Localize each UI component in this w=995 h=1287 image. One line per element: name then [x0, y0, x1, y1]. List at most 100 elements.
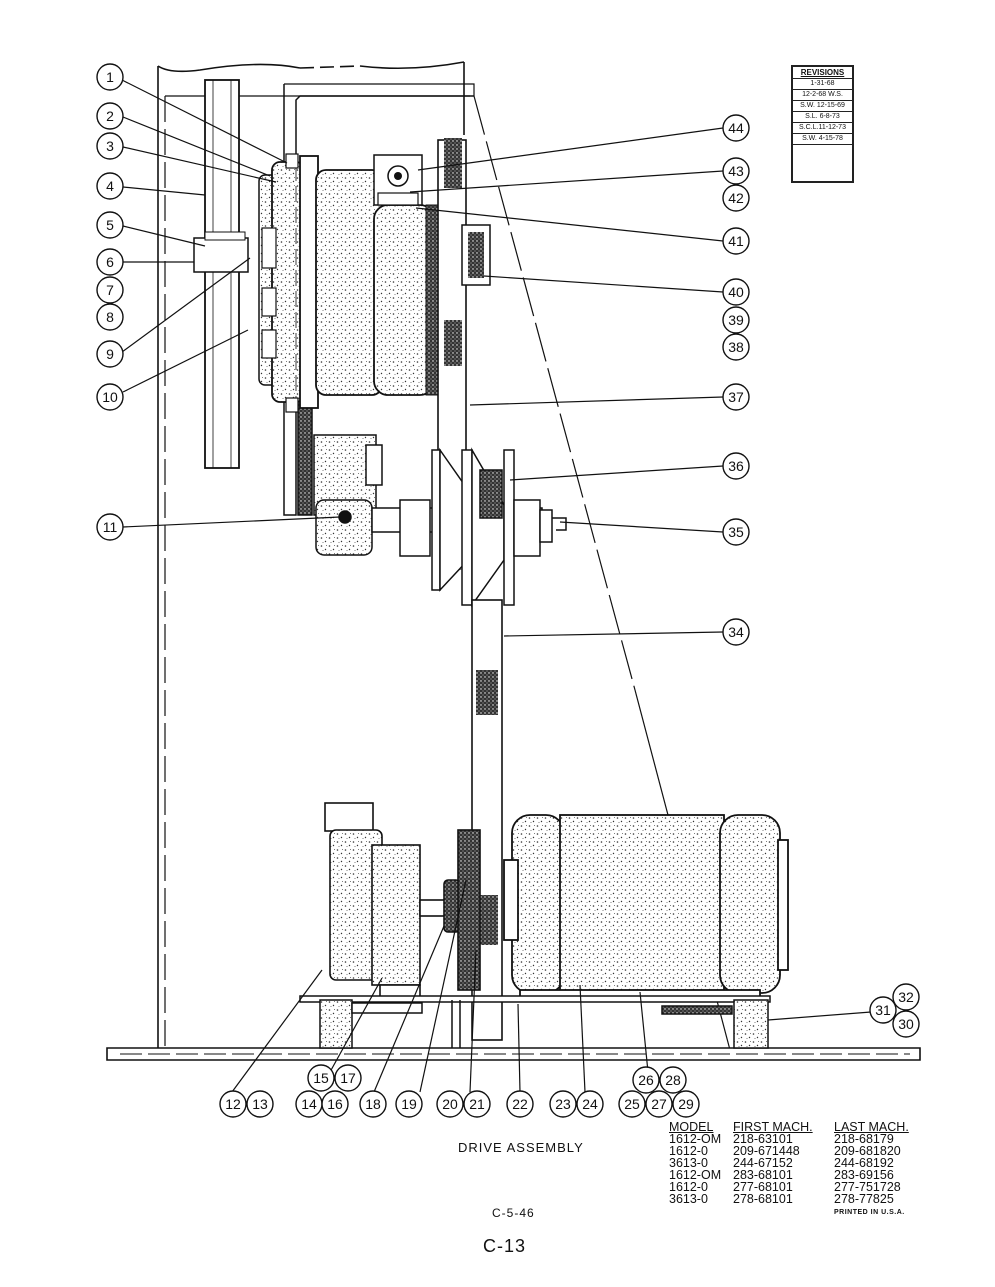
svg-text:7: 7 — [106, 282, 114, 298]
table-cell: 3613-0 — [669, 1156, 708, 1170]
first-mach-header: FIRST MACH. — [733, 1120, 813, 1134]
revision-entry: S.W. 12-15-69 — [793, 101, 852, 112]
callout-25: 25 — [618, 1090, 646, 1118]
callout-39: 39 — [722, 306, 750, 334]
callout-43: 43 — [722, 157, 750, 185]
svg-text:5: 5 — [106, 217, 114, 233]
table-cell: 283-68101 — [733, 1168, 793, 1182]
svg-text:24: 24 — [582, 1096, 598, 1112]
callout-22: 22 — [506, 1090, 534, 1118]
callout-21: 21 — [463, 1090, 491, 1118]
svg-text:6: 6 — [106, 254, 114, 270]
revision-entry: S.C.L.11-12-73 — [793, 123, 852, 134]
svg-text:25: 25 — [624, 1096, 640, 1112]
main-pulley — [193, 79, 249, 469]
revision-entry: S.L. 6-8-73 — [793, 112, 852, 123]
table-cell: 283-69156 — [834, 1168, 894, 1182]
variable-sheave — [371, 447, 567, 608]
svg-text:34: 34 — [728, 624, 744, 640]
gear-reducer — [258, 153, 441, 413]
svg-text:38: 38 — [728, 339, 744, 355]
callout-12: 12 — [219, 1090, 247, 1118]
svg-text:41: 41 — [728, 233, 744, 249]
callout-11: 11 — [96, 513, 124, 541]
svg-text:32: 32 — [898, 989, 914, 1005]
svg-text:16: 16 — [327, 1096, 343, 1112]
callout-41: 41 — [722, 227, 750, 255]
callout-30: 30 — [892, 1010, 920, 1038]
svg-text:3: 3 — [106, 138, 114, 154]
table-cell: 209-681820 — [834, 1144, 901, 1158]
callout-2: 2 — [96, 102, 124, 130]
svg-text:12: 12 — [225, 1096, 241, 1112]
callout-44: 44 — [722, 114, 750, 142]
callout-37: 37 — [722, 383, 750, 411]
last-mach-header: LAST MACH. — [834, 1120, 909, 1134]
revisions-table: REVISIONS 1-31-68 12-2-68 W.S. S.W. 12-1… — [791, 65, 854, 183]
callout-13: 13 — [246, 1090, 274, 1118]
revision-entry: S.W. 4-15-78 — [793, 134, 852, 145]
callout-32: 32 — [892, 983, 920, 1011]
drawing-reference: C-5-46 — [492, 1206, 535, 1220]
svg-text:35: 35 — [728, 524, 744, 540]
svg-text:44: 44 — [728, 120, 744, 136]
svg-text:23: 23 — [555, 1096, 571, 1112]
svg-text:42: 42 — [728, 190, 744, 206]
motor-mount — [299, 995, 771, 1049]
page-number: C-13 — [483, 1236, 527, 1256]
callout-15: 15 — [307, 1064, 335, 1092]
table-cell: 1612-0 — [669, 1180, 708, 1194]
callout-40: 40 — [722, 278, 750, 306]
callout-balloons: 1 2 3 4 5 6 7 8 9 10 11 44 43 42 41 40 3… — [96, 63, 920, 1118]
svg-text:37: 37 — [728, 389, 744, 405]
svg-text:10: 10 — [102, 389, 118, 405]
svg-text:13: 13 — [252, 1096, 268, 1112]
table-cell: 218-63101 — [733, 1132, 793, 1146]
callout-19: 19 — [395, 1090, 423, 1118]
callout-20: 20 — [436, 1090, 464, 1118]
callout-9: 9 — [96, 340, 124, 368]
svg-text:27: 27 — [651, 1096, 667, 1112]
table-cell: 244-68192 — [834, 1156, 894, 1170]
callout-18: 18 — [359, 1090, 387, 1118]
svg-text:9: 9 — [106, 346, 114, 362]
model-header: MODEL — [669, 1120, 714, 1134]
callout-35: 35 — [722, 518, 750, 546]
table-cell: 3613-0 — [669, 1192, 708, 1206]
callout-36: 36 — [722, 452, 750, 480]
svg-text:29: 29 — [678, 1096, 694, 1112]
svg-text:8: 8 — [106, 309, 114, 325]
svg-text:31: 31 — [875, 1002, 891, 1018]
drawing-title: DRIVE ASSEMBLY — [458, 1140, 584, 1155]
callout-14: 14 — [295, 1090, 323, 1118]
callout-34: 34 — [722, 618, 750, 646]
callout-17: 17 — [334, 1064, 362, 1092]
callout-23: 23 — [549, 1090, 577, 1118]
callout-27: 27 — [645, 1090, 673, 1118]
svg-text:30: 30 — [898, 1016, 914, 1032]
callout-7: 7 — [96, 276, 124, 304]
callout-1: 1 — [96, 63, 124, 91]
svg-text:43: 43 — [728, 163, 744, 179]
svg-text:1: 1 — [106, 69, 114, 85]
callout-42: 42 — [722, 184, 750, 212]
revision-entry: 12-2-68 W.S. — [793, 90, 852, 101]
last-mach-column: LAST MACH. 218-68179 209-681820 244-6819… — [834, 1120, 909, 1206]
svg-text:39: 39 — [728, 312, 744, 328]
idler-bearing — [313, 434, 383, 556]
electric-motor — [503, 814, 789, 1001]
svg-text:20: 20 — [442, 1096, 458, 1112]
first-mach-column: FIRST MACH. 218-63101 209-671448 244-671… — [733, 1120, 813, 1206]
svg-text:17: 17 — [340, 1070, 356, 1086]
callout-5: 5 — [96, 211, 124, 239]
callout-29: 29 — [672, 1090, 700, 1118]
table-cell: 218-68179 — [834, 1132, 894, 1146]
revisions-header: REVISIONS — [793, 67, 852, 79]
svg-text:4: 4 — [106, 178, 114, 194]
table-cell: 244-67152 — [733, 1156, 793, 1170]
svg-text:2: 2 — [106, 108, 114, 124]
svg-text:18: 18 — [365, 1096, 381, 1112]
svg-text:26: 26 — [638, 1072, 654, 1088]
callout-24: 24 — [576, 1090, 604, 1118]
